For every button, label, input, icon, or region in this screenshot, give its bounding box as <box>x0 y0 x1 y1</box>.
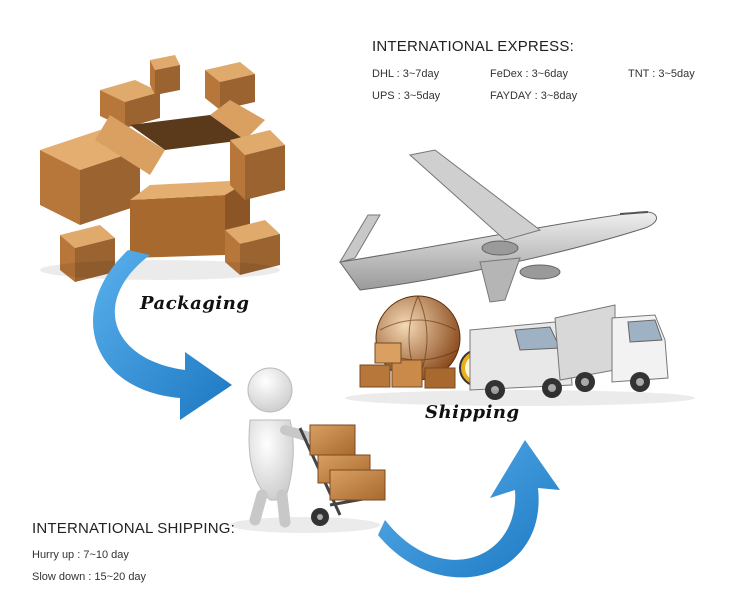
carrier-fedex: FeDex : 3~6day <box>490 68 568 80</box>
option-slow: Slow down : 15~20 day <box>32 571 147 583</box>
curved-arrow-2 <box>378 440 560 578</box>
van-icon <box>469 321 573 400</box>
shipping-heading: INTERNATIONAL SHIPPING: <box>32 520 235 537</box>
cardboard-boxes-icon <box>40 55 285 282</box>
curved-arrow-1 <box>93 250 232 420</box>
airplane-icon <box>338 149 657 303</box>
carrier-tnt: TNT : 3~5day <box>628 68 695 80</box>
option-hurry: Hurry up : 7~10 day <box>32 549 129 561</box>
carrier-ups: UPS : 3~5day <box>372 90 441 102</box>
shipping-label: Shipping <box>425 402 520 423</box>
carrier-fayday: FAYDAY : 3~8day <box>490 90 578 102</box>
person-with-hand-truck-icon <box>230 367 386 533</box>
carrier-dhl: DHL : 3~7day <box>372 68 440 80</box>
packaging-label: Packaging <box>140 293 250 314</box>
truck-icon <box>554 304 669 392</box>
small-boxes-icon <box>359 342 456 389</box>
express-heading: INTERNATIONAL EXPRESS: <box>372 38 574 55</box>
